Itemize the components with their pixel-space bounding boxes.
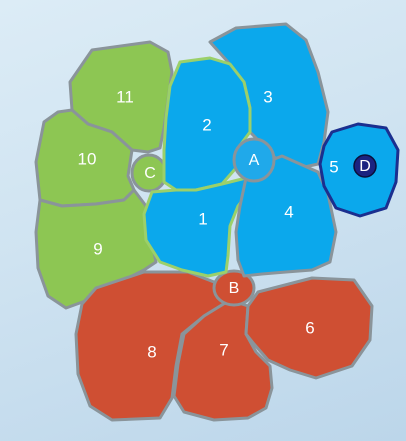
label-5: 5 — [329, 157, 338, 176]
label-11: 11 — [116, 87, 134, 106]
label-4: 4 — [284, 202, 293, 221]
label-C: C — [144, 165, 156, 182]
label-7: 7 — [219, 340, 228, 359]
label-B: B — [229, 280, 240, 297]
label-1: 1 — [198, 209, 207, 228]
label-3: 3 — [263, 87, 272, 106]
label-10: 10 — [78, 149, 97, 168]
label-D: D — [359, 158, 371, 175]
label-6: 6 — [305, 318, 314, 337]
label-2: 2 — [202, 115, 211, 134]
label-8: 8 — [147, 342, 156, 361]
label-A: A — [249, 152, 260, 169]
label-9: 9 — [93, 239, 102, 258]
